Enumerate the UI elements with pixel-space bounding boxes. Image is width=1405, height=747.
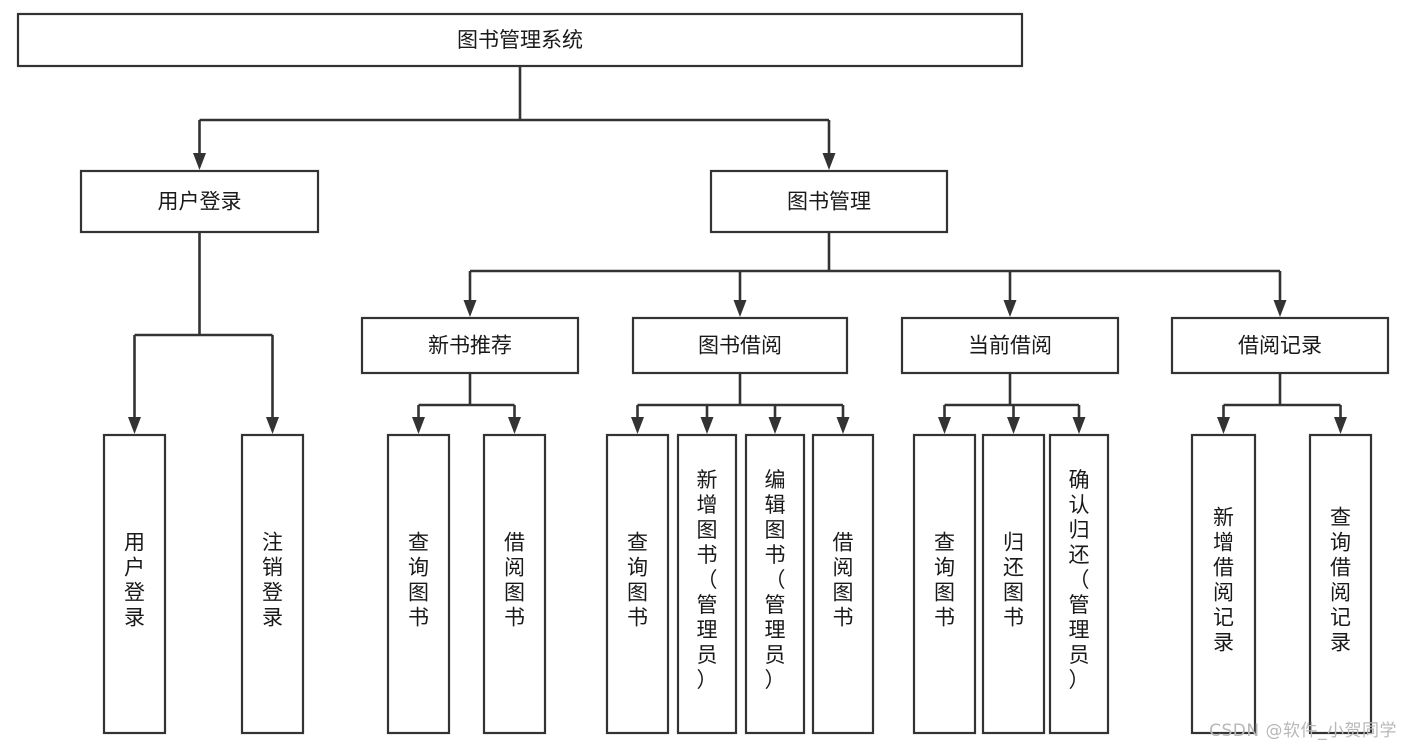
node-box-book-borrow[interactable] [631, 316, 849, 375]
node-label-leaf-query-book-2: 查询图书 [627, 531, 648, 630]
node-label-borrow-record: 借阅记录 [1238, 334, 1322, 358]
node-leaf-add-book-admin[interactable]: 新增图书（管理员） [676, 433, 738, 735]
node-label-leaf-add-borrow-record: 新增借阅记录 [1213, 506, 1234, 655]
node-box-leaf-return-book[interactable] [981, 433, 1046, 735]
node-box-leaf-query-book-1[interactable] [386, 433, 451, 735]
node-box-leaf-add-book-admin[interactable] [676, 433, 738, 735]
node-label-leaf-edit-book-admin: 编辑图书（管理员） [765, 468, 786, 692]
node-label-leaf-query-book-3: 查询图书 [934, 531, 955, 630]
node-leaf-return-book[interactable]: 归还图书 [981, 433, 1046, 735]
node-user-login[interactable]: 用户登录 [79, 169, 320, 234]
node-book-management[interactable]: 图书管理 [709, 169, 949, 234]
node-box-leaf-logout-login[interactable] [240, 433, 305, 735]
node-box-leaf-query-borrow-record[interactable] [1308, 433, 1373, 735]
node-leaf-query-book-2[interactable]: 查询图书 [605, 433, 670, 735]
node-leaf-confirm-return-admin[interactable]: 确认归还（管理员） [1048, 433, 1110, 735]
node-box-leaf-user-login[interactable] [102, 433, 167, 735]
node-box-leaf-query-book-2[interactable] [605, 433, 670, 735]
node-box-current-borrow[interactable] [900, 316, 1120, 375]
node-label-user-login: 用户登录 [158, 190, 242, 214]
node-book-borrow[interactable]: 图书借阅 [631, 316, 849, 375]
node-label-leaf-confirm-return-admin: 确认归还（管理员） [1069, 468, 1090, 692]
node-label-leaf-query-borrow-record: 查询借阅记录 [1330, 506, 1351, 655]
node-leaf-add-borrow-record[interactable]: 新增借阅记录 [1190, 433, 1257, 735]
node-label-new-book-recommend: 新书推荐 [428, 334, 512, 358]
node-box-root[interactable] [16, 12, 1024, 68]
node-leaf-query-borrow-record[interactable]: 查询借阅记录 [1308, 433, 1373, 735]
node-label-book-management: 图书管理 [787, 190, 871, 214]
node-label-current-borrow: 当前借阅 [968, 334, 1052, 358]
node-new-book-recommend[interactable]: 新书推荐 [360, 316, 580, 375]
node-leaf-query-book-3[interactable]: 查询图书 [912, 433, 977, 735]
node-label-book-borrow: 图书借阅 [698, 334, 782, 358]
node-label-leaf-borrow-book-2: 借阅图书 [833, 531, 854, 630]
node-box-borrow-record[interactable] [1170, 316, 1390, 375]
node-leaf-logout-login[interactable]: 注销登录 [240, 433, 305, 735]
node-layer: 图书管理系统用户登录图书管理新书推荐图书借阅当前借阅借阅记录用户登录注销登录查询… [16, 12, 1390, 735]
node-label-leaf-borrow-book-1: 借阅图书 [504, 531, 525, 630]
node-box-leaf-borrow-book-1[interactable] [482, 433, 547, 735]
node-box-leaf-add-borrow-record[interactable] [1190, 433, 1257, 735]
node-leaf-query-book-1[interactable]: 查询图书 [386, 433, 451, 735]
node-box-leaf-edit-book-admin[interactable] [744, 433, 806, 735]
node-root[interactable]: 图书管理系统 [16, 12, 1024, 68]
node-leaf-edit-book-admin[interactable]: 编辑图书（管理员） [744, 433, 806, 735]
node-label-leaf-query-book-1: 查询图书 [408, 531, 429, 630]
node-label-leaf-add-book-admin: 新增图书（管理员） [697, 468, 718, 692]
node-box-user-login[interactable] [79, 169, 320, 234]
node-leaf-borrow-book-1[interactable]: 借阅图书 [482, 433, 547, 735]
node-leaf-user-login[interactable]: 用户登录 [102, 433, 167, 735]
node-box-new-book-recommend[interactable] [360, 316, 580, 375]
node-box-leaf-confirm-return-admin[interactable] [1048, 433, 1110, 735]
node-box-book-management[interactable] [709, 169, 949, 234]
node-label-leaf-logout-login: 注销登录 [262, 531, 283, 630]
node-borrow-record[interactable]: 借阅记录 [1170, 316, 1390, 375]
node-box-leaf-borrow-book-2[interactable] [811, 433, 875, 735]
connector-layer [128, 66, 1347, 434]
node-label-leaf-user-login: 用户登录 [124, 531, 145, 630]
node-current-borrow[interactable]: 当前借阅 [900, 316, 1120, 375]
node-label-leaf-return-book: 归还图书 [1003, 531, 1024, 630]
node-box-leaf-query-book-3[interactable] [912, 433, 977, 735]
node-label-root: 图书管理系统 [457, 28, 583, 52]
node-leaf-borrow-book-2[interactable]: 借阅图书 [811, 433, 875, 735]
